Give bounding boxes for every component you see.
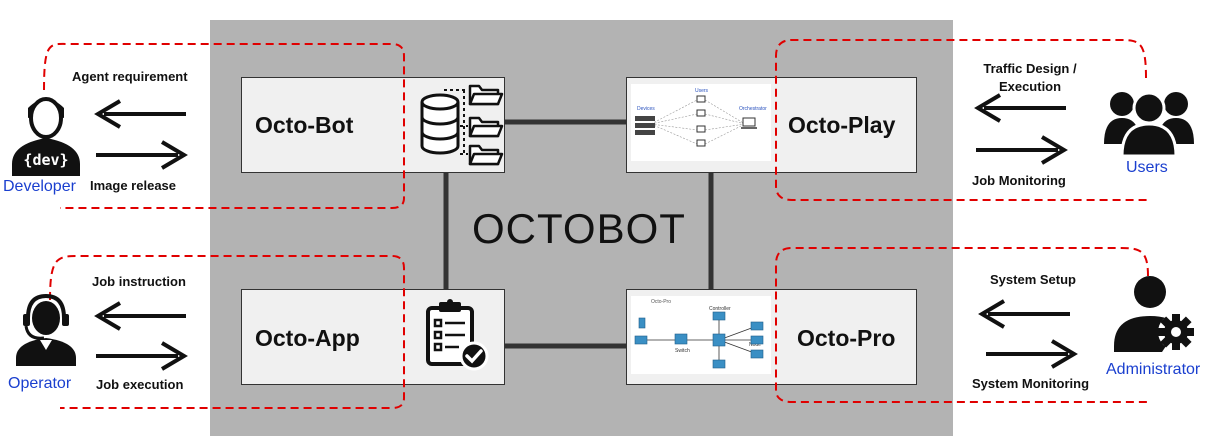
label-traffic-design-line1: Traffic Design / xyxy=(983,61,1077,76)
database-folders-icon xyxy=(420,84,504,166)
thumb-users-label: Users xyxy=(695,88,709,94)
users-group-outline xyxy=(775,39,1150,201)
label-system-monitoring: System Monitoring xyxy=(972,376,1090,391)
arrow-job-monitoring xyxy=(976,135,1068,165)
users-label: Users xyxy=(1126,159,1168,176)
thumb-devices-label: Devices xyxy=(637,106,655,112)
clipboard-check-icon xyxy=(426,299,489,371)
admin-gear-icon xyxy=(1114,276,1194,352)
label-job-instruction: Job instruction xyxy=(92,274,186,289)
label-image-release: Image release xyxy=(90,178,177,193)
module-octo-app-label: Octo-App xyxy=(255,325,360,351)
developer-group-outline xyxy=(43,42,405,209)
label-job-monitoring: Job Monitoring xyxy=(972,173,1066,188)
thumb-switch-label: Switch xyxy=(675,348,690,354)
label-system-setup: System Setup xyxy=(990,272,1076,287)
arrow-image-release xyxy=(96,140,188,170)
operator-label: Operator xyxy=(8,375,72,392)
arrow-system-monitoring xyxy=(986,339,1078,369)
label-traffic-design-line2: Execution xyxy=(998,79,1062,94)
svg-text:{dev}: {dev} xyxy=(23,151,68,169)
arrow-system-setup xyxy=(978,299,1070,329)
thumb-node-label: Node xyxy=(749,342,761,348)
thumb-controller-label: Controller xyxy=(709,306,731,312)
label-agent-requirement: Agent requirement xyxy=(72,69,188,84)
label-traffic-design: Traffic Design / Execution xyxy=(960,60,1100,96)
module-octo-pro-label: Octo-Pro xyxy=(797,325,896,351)
thumb-orchestrator-label: Orchestrator xyxy=(739,106,767,112)
administrator-label: Administrator xyxy=(1106,361,1201,378)
platform-title: OCTOBOT xyxy=(472,205,686,252)
developer-icon: {dev} xyxy=(12,97,80,176)
module-octo-play-label: Octo-Play xyxy=(788,112,896,138)
admin-group-outline xyxy=(775,247,1150,403)
label-job-execution: Job execution xyxy=(96,377,184,392)
users-group-icon xyxy=(1104,91,1194,158)
operator-headset-icon xyxy=(16,293,76,366)
module-octo-bot-label: Octo-Bot xyxy=(255,112,354,138)
operator-group-outline xyxy=(49,255,405,409)
arrow-job-execution xyxy=(96,341,188,371)
arrow-agent-requirement xyxy=(94,99,186,129)
thumb-pro-header: Octo-Pro xyxy=(651,299,671,305)
developer-label: Developer xyxy=(3,178,76,195)
controller-topology-thumbnail: Octo-Pro Controller Switch Node xyxy=(631,296,771,374)
network-topology-thumbnail: Devices Users Orchestrator xyxy=(631,84,771,161)
arrow-job-instruction xyxy=(94,301,186,331)
arrow-traffic-design xyxy=(974,93,1066,123)
